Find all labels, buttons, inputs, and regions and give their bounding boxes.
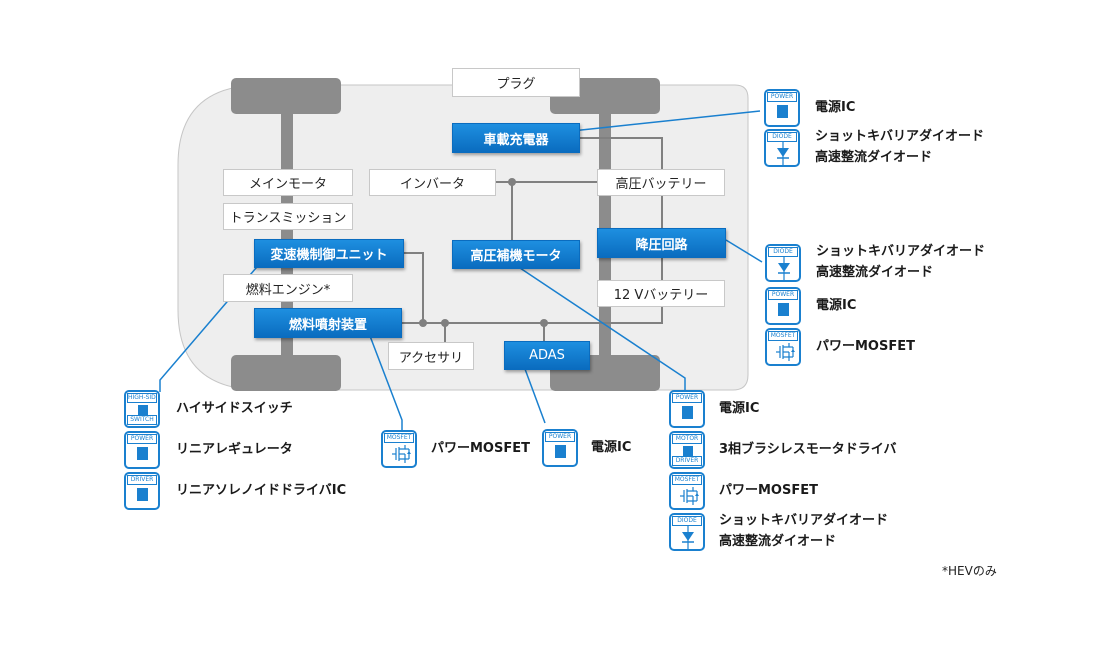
transmission-box: トランスミッション [223,203,353,230]
product-label: 3相ブラシレスモータドライバ [719,442,897,457]
product-label-line2: 高速整流ダイオード [719,534,837,549]
power-ic-chip-icon: POWER [542,429,578,467]
onboard-charger-box: 車載充電器 [452,123,580,153]
product-label: パワーMOSFET [719,483,818,498]
product-label: 電源IC [591,440,632,455]
12v-battery-box: 12 Vバッテリー [597,280,725,307]
product-label: ハイサイドスイッチ [176,401,293,416]
aux-motor-box: 高圧補機モータ [452,240,580,269]
mosfet-chip-icon: MOSFET [669,472,705,510]
product-label: 電源IC [815,100,856,115]
product-label: 電源IC [719,401,760,416]
power-ic-chip-icon: POWER [765,287,801,325]
power-ic-chip-icon: POWER [124,431,160,469]
wire-junctions [419,178,548,327]
product-label: リニアソレノイドドライバIC [176,483,347,498]
rear-left-wheel [231,355,341,391]
diode-chip-icon: DIODE [764,129,800,167]
power-ic-chip-icon: POWER [764,89,800,127]
dcdc-box: 降圧回路 [597,228,726,258]
power-ic-chip-icon: POWER [669,390,705,428]
product-label: パワーMOSFET [431,441,530,456]
product-label-line2: 高速整流ダイオード [815,150,933,165]
accessory-box: アクセサリ [388,342,474,370]
diode-chip-icon: DIODE [765,244,801,282]
product-label: ショットキバリアダイオード [719,513,889,528]
inverter-box: インバータ [369,169,496,196]
product-label-line2: 高速整流ダイオード [816,265,934,280]
front-left-wheel [231,78,341,114]
plug-box: プラグ [452,68,580,97]
footnote: *HEVのみ [942,564,997,578]
motor-driver-chip-icon: MOTOR DRIVER [669,431,705,469]
product-label: パワーMOSFET [816,339,915,354]
product-label: リニアレギュレータ [176,442,293,457]
tcu-box: 変速機制御ユニット [254,239,404,268]
adas-box: ADAS [504,341,590,370]
high-side-switch-chip-icon: HIGH-SIDE SWITCH [124,390,160,428]
product-label: ショットキバリアダイオード [816,244,986,259]
product-label: 電源IC [816,298,857,313]
hv-battery-box: 高圧バッテリー [597,169,725,196]
driver-chip-icon: DRIVER [124,472,160,510]
mosfet-chip-icon: MOSFET [381,430,417,468]
engine-box: 燃料エンジン* [223,274,353,302]
main-motor-box: メインモータ [223,169,353,196]
product-label: ショットキバリアダイオード [815,129,985,144]
mosfet-chip-icon: MOSFET [765,328,801,366]
diode-chip-icon: DIODE [669,513,705,551]
injector-box: 燃料噴射装置 [254,308,402,338]
